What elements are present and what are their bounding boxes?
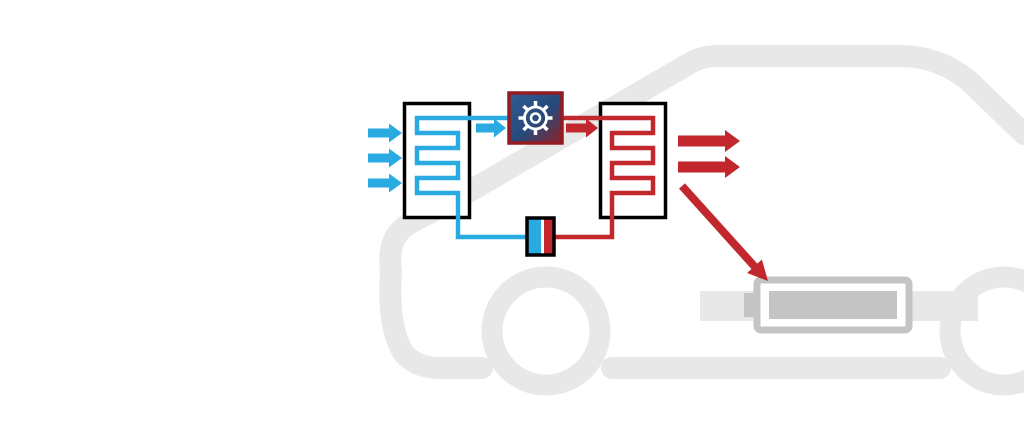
rear-wheel-icon xyxy=(939,266,1024,396)
hot-air-arrow xyxy=(678,130,740,152)
hot-air-outflow-arrows xyxy=(678,130,740,178)
cold-air-arrow xyxy=(368,173,402,193)
valve-cold-half xyxy=(528,219,544,254)
discharge-flow-arrow xyxy=(566,118,598,138)
cold-air-inflow-arrows xyxy=(368,123,402,193)
front-wheel-icon xyxy=(481,266,611,396)
battery-cell-fill xyxy=(769,291,897,319)
battery-heating-arrow xyxy=(679,183,768,281)
compressor-icon xyxy=(507,91,564,145)
battery-heating-arrow-head xyxy=(747,259,768,281)
battery-icon xyxy=(744,276,913,334)
suction-flow-arrow xyxy=(476,118,506,138)
valve-frame xyxy=(525,216,556,257)
cold-air-arrow xyxy=(368,123,402,143)
car-silhouette-icon xyxy=(379,45,1024,396)
cold-refrigerant-pipe xyxy=(414,115,527,240)
hot-refrigerant-pipe xyxy=(554,115,656,240)
compressor-box xyxy=(507,91,564,145)
car-body-front-outline xyxy=(379,261,493,379)
hot-air-arrow xyxy=(678,156,740,178)
cold-air-arrow xyxy=(368,148,402,168)
compressor-gear-icon xyxy=(518,101,553,135)
expansion-valve-icon xyxy=(525,216,556,257)
battery-heating-arrow-shaft xyxy=(679,183,758,270)
valve-slit xyxy=(541,219,544,254)
valve-hot-half xyxy=(543,219,553,254)
car-body-upper-outline xyxy=(379,45,1024,283)
